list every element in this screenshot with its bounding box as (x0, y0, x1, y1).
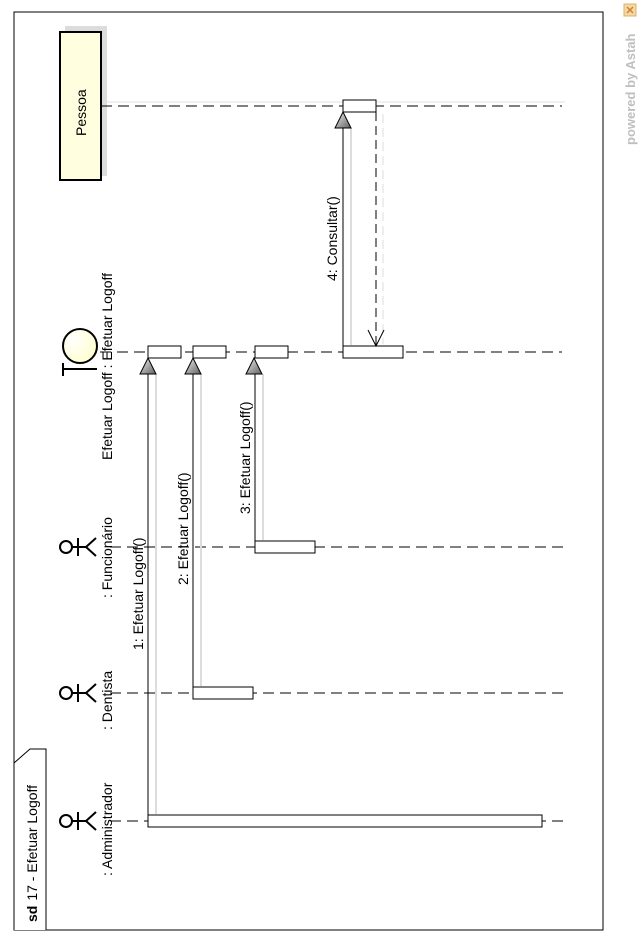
activation-boundary-4 (342, 345, 404, 359)
astah-logo-icon (623, 3, 637, 17)
lifeline-funcionario[interactable]: : Funcionário (59, 517, 566, 598)
message-3-arrowhead (245, 356, 263, 375)
boundary-label: Efetuar Logoff : Efetuar Logoff (99, 273, 115, 460)
return-arrowhead (367, 329, 385, 348)
activation-boundary-2 (192, 345, 227, 359)
message-2-label: 2: Efetuar Logoff() (175, 472, 191, 585)
message-2-arrowhead (184, 356, 202, 375)
message-1[interactable]: 1: Efetuar Logoff() (130, 356, 157, 815)
funcionario-actor-icon (59, 537, 97, 557)
message-3-label: 3: Efetuar Logoff() (237, 401, 253, 514)
dentista-label: : Dentista (99, 671, 115, 730)
frame-label-box (13, 748, 47, 930)
funcionario-label: : Funcionário (99, 517, 115, 598)
activation-pessoa (342, 99, 377, 113)
lifeline-dentista[interactable]: : Dentista (59, 671, 566, 730)
activation-dentista (192, 686, 254, 700)
administrador-actor-icon (59, 811, 97, 831)
pessoa-label: Pessoa (73, 89, 89, 136)
activation-administrador (147, 814, 543, 828)
message-4[interactable]: 4: Consultar() (324, 110, 352, 346)
message-2[interactable]: 2: Efetuar Logoff() (175, 356, 202, 687)
administrador-label: : Administrador (99, 782, 115, 876)
lifeline-pessoa[interactable]: Pessoa (59, 26, 565, 181)
message-1-label: 1: Efetuar Logoff() (130, 537, 146, 650)
watermark-text: powered by Astah (623, 33, 638, 145)
message-3[interactable]: 3: Efetuar Logoff() (237, 356, 264, 541)
activation-boundary-3 (254, 345, 289, 359)
boundary-icon (62, 328, 98, 364)
message-4-arrowhead (334, 110, 352, 129)
diagram-frame (13, 11, 604, 931)
dentista-actor-icon (59, 683, 97, 703)
activation-boundary-1 (147, 345, 182, 359)
frame-title: sd17 - Efetuar Logoff (24, 785, 40, 922)
message-4-return[interactable] (367, 112, 385, 348)
activation-funcionario (254, 540, 316, 554)
message-1-arrowhead (139, 356, 157, 375)
message-4-label: 4: Consultar() (324, 196, 340, 281)
astah-watermark: powered by Astah (623, 3, 638, 145)
